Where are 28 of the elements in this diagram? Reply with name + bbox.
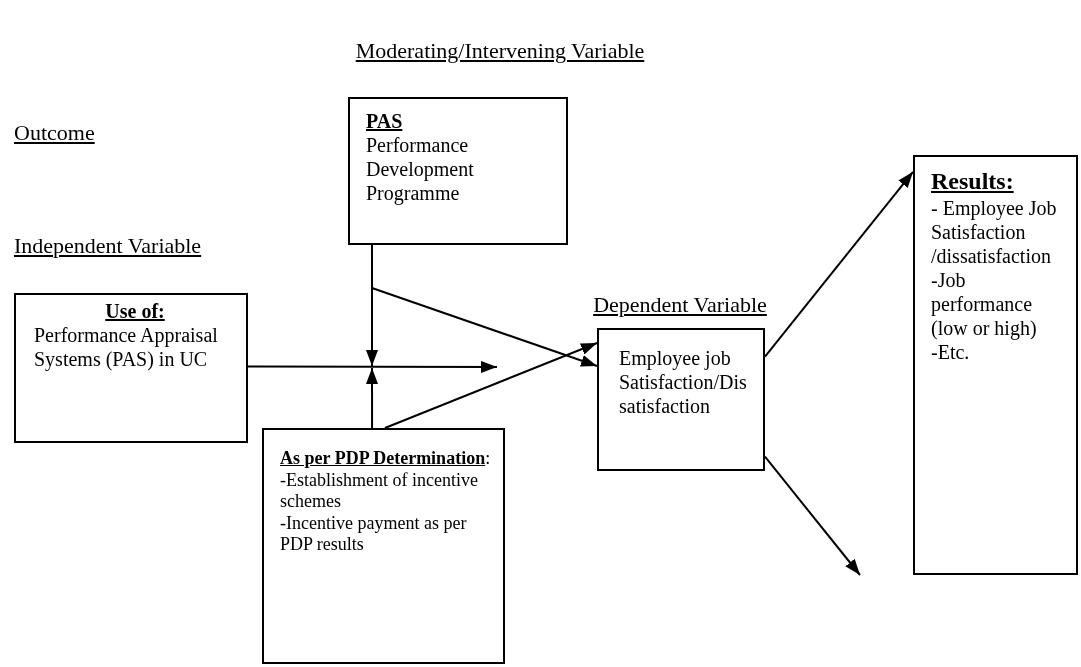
box-heading: PAS	[366, 109, 404, 133]
arrow	[247, 360, 498, 373]
arrow	[366, 244, 378, 367]
moderating-variable-box	[348, 97, 568, 245]
box-text: Performance Development Programme	[366, 133, 475, 205]
box-text: -Incentive payment as per PDP results	[280, 512, 468, 556]
arrow	[371, 287, 598, 368]
section-label: Dependent Variable	[593, 292, 767, 318]
arrow	[764, 170, 914, 358]
arrow	[764, 455, 861, 576]
arrow	[383, 342, 598, 429]
box-text: -Etc.	[931, 340, 971, 364]
determination-box	[262, 428, 505, 664]
box-text: Employee job Satisfaction/Dis satisfaction	[619, 346, 748, 418]
section-label: Moderating/Intervening Variable	[355, 38, 645, 64]
box-heading: Use of:	[104, 299, 166, 323]
independent-variable-box	[14, 293, 248, 443]
results-box	[913, 155, 1078, 575]
box-heading: As per PDP Determination:	[280, 448, 492, 470]
section-label: Outcome	[14, 120, 95, 146]
arrow	[366, 367, 378, 429]
box-text: Performance Appraisal Systems (PAS) in UC	[34, 323, 219, 371]
box-text: -Job performance (low or high)	[931, 267, 1038, 340]
box-heading: Results:	[931, 167, 1015, 196]
section-label: Independent Variable	[14, 233, 202, 259]
box-text: -Establishment of incentive schemes	[280, 469, 479, 513]
box-text: - Employee Job Satisfaction /dissatisfaction	[931, 195, 1058, 268]
dependent-variable-box	[597, 328, 765, 471]
